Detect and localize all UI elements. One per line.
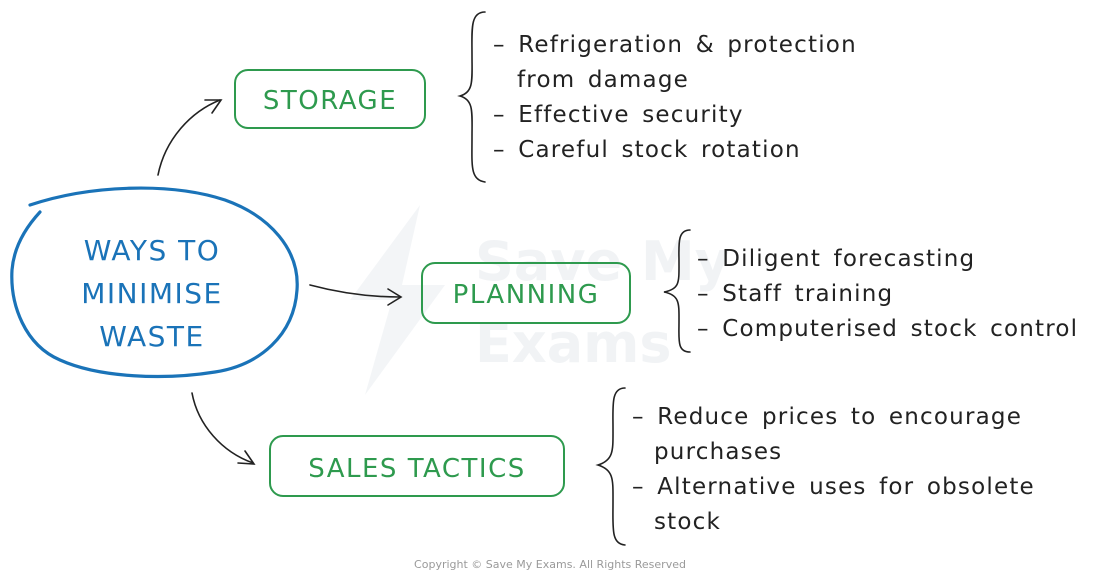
planning-brace <box>663 229 691 353</box>
watermark-text-line-2: Exams <box>475 312 672 375</box>
central-line-1: WAYS TO <box>84 234 221 267</box>
central-node: WAYS TO MINIMISE WASTE <box>10 186 299 379</box>
planning-bullet-3: – Computerised stock control <box>697 316 1078 342</box>
branch-planning: PLANNING – Diligent forecasting – Staff … <box>421 229 1078 353</box>
planning-bullet-1: – Diligent forecasting <box>697 246 975 272</box>
arrow-to-planning <box>309 284 403 306</box>
storage-bullet-1: – Refrigeration & protection <box>493 32 857 58</box>
sales-tactics-bullet-2-cont: stock <box>654 509 721 535</box>
planning-label: PLANNING <box>453 280 600 310</box>
sales-tactics-bullet-1-cont: purchases <box>654 439 782 465</box>
copyright-text: Copyright © Save My Exams. All Rights Re… <box>414 558 686 571</box>
storage-bullet-1-cont: from damage <box>517 67 689 93</box>
sales-tactics-bullet-2: – Alternative uses for obsolete <box>632 474 1035 500</box>
sales-tactics-box <box>269 435 565 497</box>
central-node-outline <box>10 186 299 379</box>
storage-brace <box>457 11 486 183</box>
central-line-2: MINIMISE <box>81 277 223 310</box>
planning-bullet-2: – Staff training <box>697 281 893 307</box>
arrow-to-storage <box>157 99 223 176</box>
central-line-3: WASTE <box>99 320 204 353</box>
storage-bullet-3: – Careful stock rotation <box>493 137 801 163</box>
storage-bullet-2: – Effective security <box>493 102 744 128</box>
sales-tactics-bullet-1: – Reduce prices to encourage <box>632 404 1022 430</box>
sales-tactics-brace <box>595 387 626 546</box>
storage-box <box>234 69 426 129</box>
watermark-text-line-1: Save My <box>475 230 730 293</box>
branch-sales-tactics: SALES TACTICS – Reduce prices to encoura… <box>269 387 1035 546</box>
arrow-to-sales-tactics <box>191 392 256 465</box>
storage-label: STORAGE <box>263 86 397 116</box>
sales-tactics-label: SALES TACTICS <box>308 454 526 484</box>
branch-storage: STORAGE – Refrigeration & protection fro… <box>234 11 857 183</box>
planning-box <box>421 262 631 324</box>
